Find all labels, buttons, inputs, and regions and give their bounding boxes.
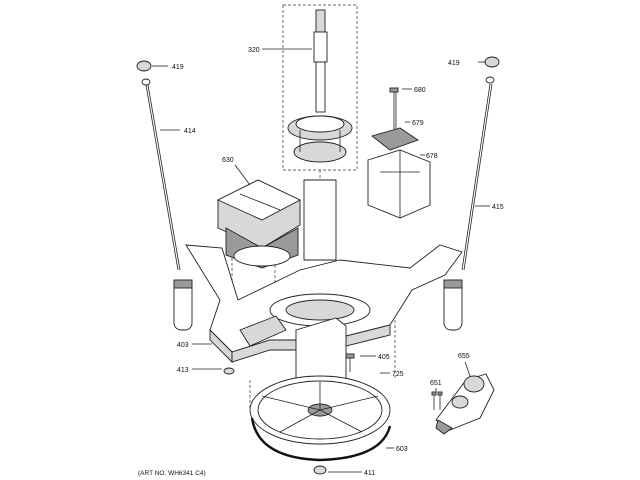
- callout-725: 725: [392, 371, 404, 378]
- callout-419-right: 419: [448, 60, 460, 67]
- callout-603: 603: [396, 446, 408, 453]
- callout-405: 405: [378, 354, 390, 361]
- callout-411: 411: [364, 470, 375, 477]
- motor-cover-678: [367, 149, 431, 219]
- leader-lines: [152, 48, 490, 473]
- callout-678: 678: [426, 153, 438, 160]
- callout-651: 651: [430, 380, 442, 387]
- bolt-405: [345, 353, 355, 372]
- base-frame-403: [185, 179, 463, 391]
- nut-413: [223, 367, 235, 375]
- callout-414: 414: [184, 128, 196, 135]
- callout-655: 655: [458, 353, 470, 360]
- bracket-679: [371, 127, 419, 151]
- callout-419-left: 419: [172, 64, 184, 71]
- drive-shaft-320: [287, 9, 353, 163]
- suspension-rod-414: [136, 60, 193, 331]
- callout-630: 630: [222, 157, 234, 164]
- pump-655: [435, 373, 495, 435]
- motor-630: [216, 179, 302, 269]
- callout-680: 680: [414, 87, 426, 94]
- pulley-725: [249, 375, 391, 445]
- callout-679: 679: [412, 120, 424, 127]
- callout-320: 320: [248, 47, 260, 54]
- suspension-rod-415: [443, 56, 500, 331]
- callout-415: 415: [492, 204, 504, 211]
- screw-411: [313, 465, 327, 475]
- callout-403: 403: [177, 342, 189, 349]
- callout-413: 413: [177, 367, 189, 374]
- drive-belt-603: [250, 417, 392, 462]
- art-number: (ART NO. WH6341 C4): [138, 470, 206, 477]
- bolt-680: [389, 87, 399, 130]
- screws-651: [431, 391, 443, 410]
